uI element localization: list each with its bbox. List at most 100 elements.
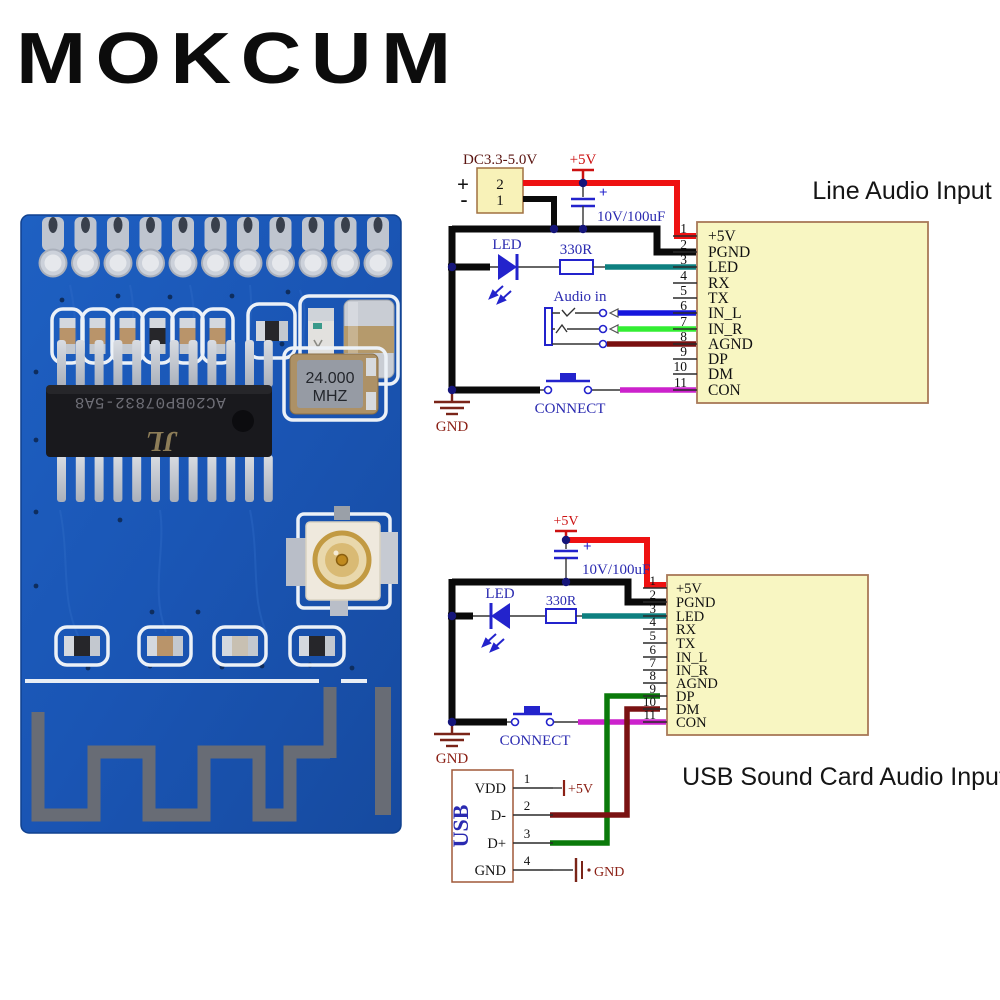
chip-marking: AC20BP07832-5A8 xyxy=(74,393,226,411)
pin-number: 9 xyxy=(650,681,657,696)
pin-label: AGND xyxy=(676,676,718,692)
capacitor-symbol: + 10V/100uF xyxy=(554,539,650,582)
ground-label: GND xyxy=(436,419,469,435)
pin-number: 11 xyxy=(643,707,656,722)
bt-module-block: 1 2 3 4 5 6 7 8 9 10 11 +5V PGND LED RX xyxy=(643,573,869,736)
pin-label: LED xyxy=(708,259,738,276)
pin-label: RX xyxy=(708,275,730,292)
pin-number: 7 xyxy=(680,314,687,329)
pin-number: 4 xyxy=(650,614,657,629)
usb-pin-number: 2 xyxy=(524,798,531,813)
schematic-title: Line Audio Input xyxy=(812,177,991,205)
usb-label: USB xyxy=(448,804,473,847)
line-audio-schematic: Line Audio Input DC3.3-5.0V + - 2 1 +5V xyxy=(434,152,992,435)
pin-label: LED xyxy=(676,609,704,625)
pin-label: CON xyxy=(708,382,741,399)
dc-pin1-number: 1 xyxy=(496,193,504,209)
capacitor-polarity: + xyxy=(583,539,592,555)
pin-label: DM xyxy=(708,366,733,383)
pin-label: DM xyxy=(676,702,699,718)
ground-symbol xyxy=(434,722,470,748)
led-symbol xyxy=(491,603,510,629)
pin-number: 1 xyxy=(680,221,687,236)
pin-label: IN_R xyxy=(676,663,709,679)
dc-plus-sign: + xyxy=(457,172,469,196)
pin-number: 10 xyxy=(674,359,688,374)
junction-dots xyxy=(447,178,588,395)
led-symbol xyxy=(498,254,517,280)
usb-pin-label: VDD xyxy=(475,781,506,797)
capacitor-value: 10V/100uF xyxy=(597,209,665,225)
ground-symbol xyxy=(434,390,470,416)
pin-label: PGND xyxy=(708,244,750,261)
pin-number: 3 xyxy=(650,601,657,616)
pin-number: 1 xyxy=(650,573,657,588)
audio-in-label: Audio in xyxy=(554,289,607,305)
pin-label: PGND xyxy=(676,595,715,611)
pin-label: TX xyxy=(676,636,696,652)
ground-label: GND xyxy=(436,751,469,767)
brand-logo: MOKCUM xyxy=(16,19,461,99)
crystal-frequency: 24.000 xyxy=(306,370,355,387)
dc-supply-connector: DC3.3-5.0V + - 2 1 xyxy=(457,152,537,214)
connect-label: CONNECT xyxy=(500,733,571,749)
pcb-ic-chip: AC20BP07832-5A8 JL xyxy=(46,340,273,502)
capacitor-value: 10V/100uF xyxy=(582,562,650,578)
pin-number: 6 xyxy=(680,298,687,313)
pin-number: 2 xyxy=(680,237,687,252)
connect-label: CONNECT xyxy=(535,401,606,417)
pin-number: 4 xyxy=(680,268,687,283)
pin-label: IN_R xyxy=(708,321,743,338)
pin-number: 5 xyxy=(680,283,687,298)
junction-dots xyxy=(447,535,571,727)
connect-button: CONNECT xyxy=(500,706,666,749)
pin-label: DP xyxy=(708,351,728,368)
pin-number: 5 xyxy=(650,628,657,643)
rail-5v: +5V xyxy=(553,514,579,540)
pin-number: 9 xyxy=(680,344,687,359)
pin-number: 7 xyxy=(650,655,657,670)
dc-supply-label: DC3.3-5.0V xyxy=(463,152,537,168)
pin-number: 8 xyxy=(680,329,687,344)
pcb-header-holes xyxy=(38,217,393,278)
pin-number: 3 xyxy=(680,252,687,267)
usb-connector-block: USB VDD D- D+ GND 1 2 3 4 xyxy=(448,769,624,883)
pcb-module-photo: AC20BP07832-5A8 JL 24.000 MHZ xyxy=(20,214,402,834)
rail-5v-label: +5V xyxy=(570,152,597,168)
usb-pin-number: 4 xyxy=(524,853,531,868)
bt-module-block: 1 2 3 4 5 6 7 8 9 10 11 +5V PGND LED RX xyxy=(673,221,929,404)
pcb-crystal: 24.000 MHZ xyxy=(282,346,388,422)
pin-number: 2 xyxy=(650,587,657,602)
resistor-symbol xyxy=(559,259,594,275)
crystal-unit: MHZ xyxy=(313,388,348,405)
resistor-value: 330R xyxy=(560,242,593,258)
usb-pin-label: GND xyxy=(475,863,506,879)
resistor-symbol xyxy=(545,608,577,624)
pcb-silkscreen-line xyxy=(25,679,319,683)
pin-label: AGND xyxy=(708,336,753,353)
pin-label: DP xyxy=(676,689,695,705)
schematic-title: USB Sound Card Audio Input xyxy=(682,763,1000,791)
pin-label: RX xyxy=(676,622,697,638)
pin-label: IN_L xyxy=(708,305,742,322)
led-branch: LED 330R xyxy=(473,586,666,653)
pin-number: 8 xyxy=(650,668,657,683)
led-label: LED xyxy=(485,586,514,602)
pin-label: CON xyxy=(676,715,707,731)
pin-number: 11 xyxy=(674,375,687,390)
pin-label: TX xyxy=(708,290,729,307)
resistor-value: 330R xyxy=(546,594,577,609)
connect-button: CONNECT xyxy=(535,373,696,417)
usb-pin-number: 1 xyxy=(524,771,531,786)
pcb-antenna-trace xyxy=(31,687,391,822)
pcb-ufl-connector xyxy=(286,506,398,616)
pin-label: +5V xyxy=(708,228,736,245)
usb-gnd-net-label: GND xyxy=(594,865,624,880)
pin-label: +5V xyxy=(676,581,702,597)
usb-pin-label: D+ xyxy=(487,836,506,852)
capacitor-polarity: + xyxy=(599,185,608,201)
pin-label: IN_L xyxy=(676,650,707,666)
rail-5v: +5V xyxy=(570,152,597,183)
